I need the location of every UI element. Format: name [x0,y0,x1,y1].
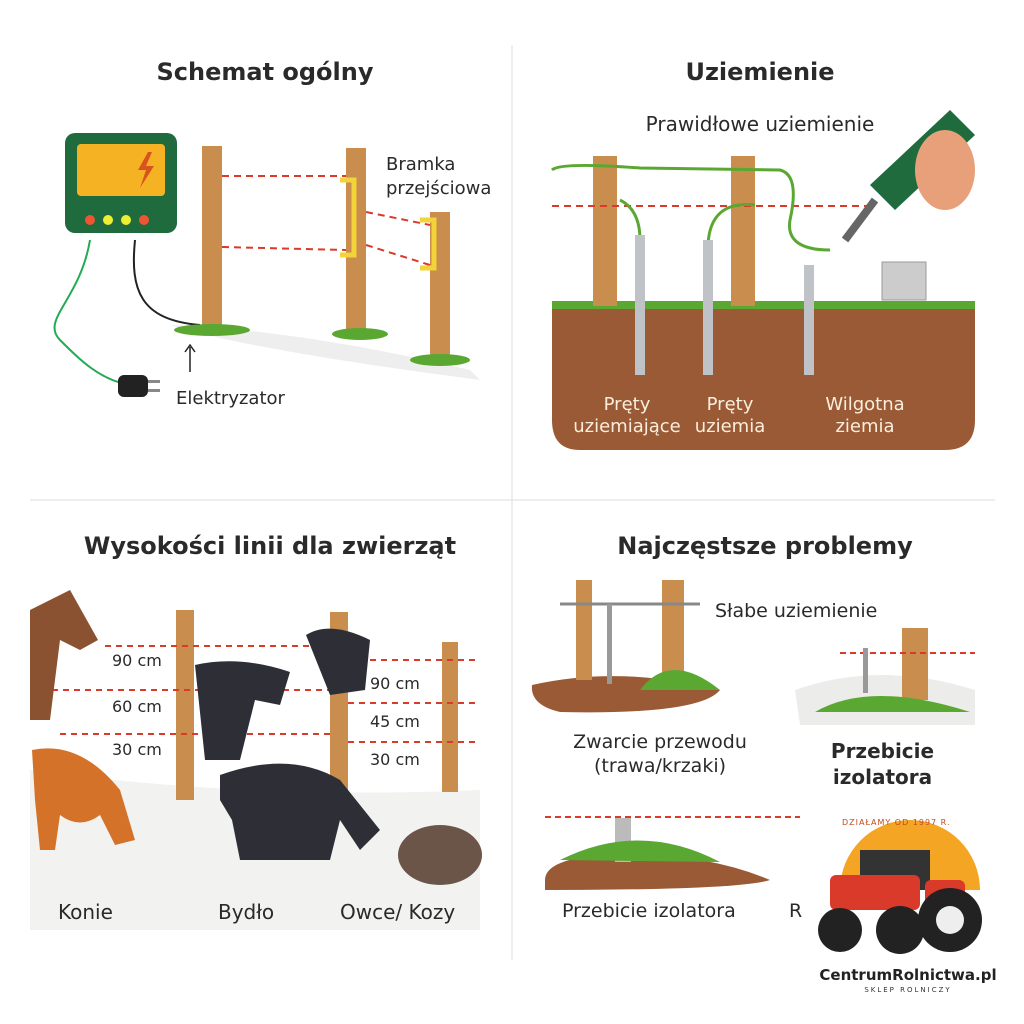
label-cattle: Bydło [218,900,275,924]
rod1-label: Pręty [603,394,651,415]
plug-icon [118,375,160,397]
height-30-horses: 30 cm [112,740,162,759]
label-sheep: Owce/ Kozy [340,900,456,924]
height-30-cattle: 30 cm [370,750,420,769]
soil-label-2: ziemia [835,416,895,437]
logo-tractor-icon [800,806,1010,1006]
horse-grazing-icon [32,748,135,850]
soil-label: Wilgotna [825,394,905,415]
height-90-horses: 90 cm [112,651,162,670]
insulator-label-2: izolatora [832,765,933,789]
rod2-label-2: uziemia [694,416,766,437]
gate-handle-icon [340,177,357,258]
height-60: 60 cm [112,697,162,716]
insulator-bottom-label: Przebicie izolatora [562,900,736,922]
gate-label: Bramka [386,154,456,175]
short-circuit-label-2: (trawa/krzaki) [593,755,727,777]
ground-rods [635,235,814,375]
energizer-icon [65,133,177,233]
fence-wires [221,175,431,266]
gate-label-2: przejściowa [386,178,492,199]
rod2-label: Pręty [706,394,754,415]
sheep-icon [398,825,482,885]
label-horses: Konie [58,900,113,924]
logo-since: DZIAŁAMY OD 1997 R. [842,818,951,827]
cow-icon [195,661,290,760]
q3-title: Wysokości linii dla zwierząt [83,532,457,560]
arrow-up-icon [184,343,196,372]
logo-tagline: SKLEP ROLNICZY [864,986,952,994]
q2-subtitle: Prawidłowe uziemienie [645,112,875,136]
height-45: 45 cm [370,712,420,731]
soil [552,305,975,450]
drill-tool-icon [841,110,975,243]
weak-ground-label: Słabe uziemienie [715,600,878,622]
ground-box [881,261,927,301]
q1-title: Schemat ogólny [156,58,374,86]
rod1-label-2: uziemiające [573,416,681,437]
cow-grazing-icon [220,763,380,860]
horse-icon [30,590,98,720]
logo-name: CentrumRolnictwa.pl [819,966,997,984]
insulator-label: Przebicie [830,739,935,763]
short-circuit-label: Zwarcie przewodu [573,731,747,753]
energizer-label: Elektryzator [176,388,285,409]
height-90-cattle: 90 cm [370,674,420,693]
q4-title: Najczęstsze problemy [617,532,913,560]
cut-label: R [789,900,803,922]
q2-title: Uziemienie [685,58,835,86]
